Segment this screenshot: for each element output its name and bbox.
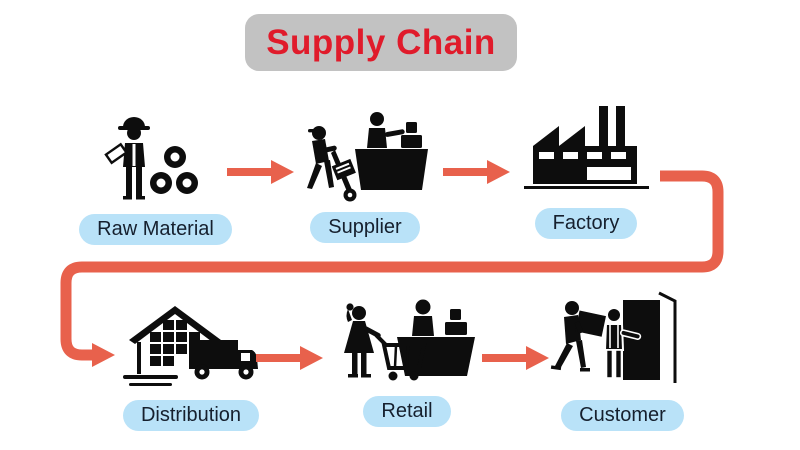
stage-supplier: Supplier: [295, 106, 435, 243]
stage-label-raw-material: Raw Material: [79, 214, 232, 245]
stage-label-supplier: Supplier: [310, 212, 420, 243]
stage-distribution: Distribution: [116, 296, 266, 431]
stage-retail: Retail: [332, 294, 482, 427]
stage-label-factory: Factory: [534, 208, 638, 239]
stage-label-distribution: Distribution: [122, 400, 260, 431]
arrow-retail-to-customer: [482, 344, 550, 372]
handtruck-and-counter-icon: [295, 106, 435, 208]
arrow-distribution-to-retail: [256, 344, 324, 372]
stage-label-customer: Customer: [561, 400, 684, 431]
stage-customer: Customer: [545, 286, 700, 431]
diagram-title: Supply Chain: [266, 22, 496, 62]
arrow-raw-material-to-supplier: [227, 158, 295, 186]
delivery-at-door-icon: [547, 286, 699, 394]
stage-raw-material: Raw Material: [79, 110, 232, 245]
factory-building-icon: [519, 98, 654, 200]
worker-and-coils-icon: [101, 110, 211, 206]
diagram-title-banner: Supply Chain: [245, 14, 517, 71]
shopper-and-checkout-icon: [335, 294, 480, 392]
stage-factory: Factory: [516, 98, 656, 239]
warehouse-and-truck-icon: [117, 296, 265, 392]
stage-label-retail: Retail: [363, 396, 451, 427]
arrow-supplier-to-factory: [443, 158, 511, 186]
